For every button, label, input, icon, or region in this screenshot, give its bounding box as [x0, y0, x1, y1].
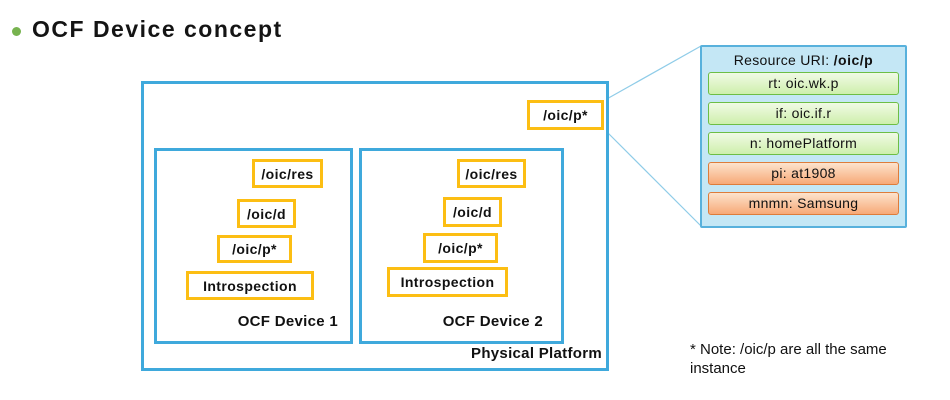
panel-row-if: if: oic.if.r: [708, 102, 899, 125]
device1-oic-p-resource: /oic/p*: [217, 235, 292, 263]
panel-row-rt: rt: oic.wk.p: [708, 72, 899, 95]
ocf-device-2-label: OCF Device 2: [442, 313, 543, 330]
device1-oic-d-resource: /oic/d: [237, 199, 296, 228]
device2-oic-res-resource: /oic/res: [457, 159, 526, 188]
footnote: * Note: /oic/p are all the same instance: [690, 340, 887, 378]
footnote-line2: instance: [690, 360, 746, 377]
resource-uri-panel: Resource URI: /oic/p rt: oic.wk.p if: oi…: [700, 45, 907, 228]
platform-oic-p-resource: /oic/p*: [527, 100, 604, 130]
panel-row-pi: pi: at1908: [708, 162, 899, 185]
title-row: OCF Device concept: [12, 16, 283, 43]
device2-oic-d-resource: /oic/d: [443, 197, 502, 227]
device1-oic-res-resource: /oic/res: [252, 159, 323, 188]
device2-introspection-resource: Introspection: [387, 267, 508, 297]
resource-uri-header-prefix: Resource URI:: [733, 52, 834, 68]
physical-platform-label: Physical Platform: [471, 345, 602, 362]
device1-introspection-resource: Introspection: [186, 271, 314, 300]
resource-uri-header: Resource URI: /oic/p: [702, 52, 905, 68]
panel-row-n: n: homePlatform: [708, 132, 899, 155]
footnote-line1: * Note: /oic/p are all the same: [690, 341, 887, 358]
page-title: OCF Device concept: [32, 16, 283, 42]
resource-uri-header-value: /oic/p: [833, 52, 874, 68]
panel-row-mnmn: mnmn: Samsung: [708, 192, 899, 215]
bullet-icon: [12, 26, 21, 36]
ocf-device-1-label: OCF Device 1: [237, 313, 338, 330]
device2-oic-p-resource: /oic/p*: [423, 233, 498, 263]
